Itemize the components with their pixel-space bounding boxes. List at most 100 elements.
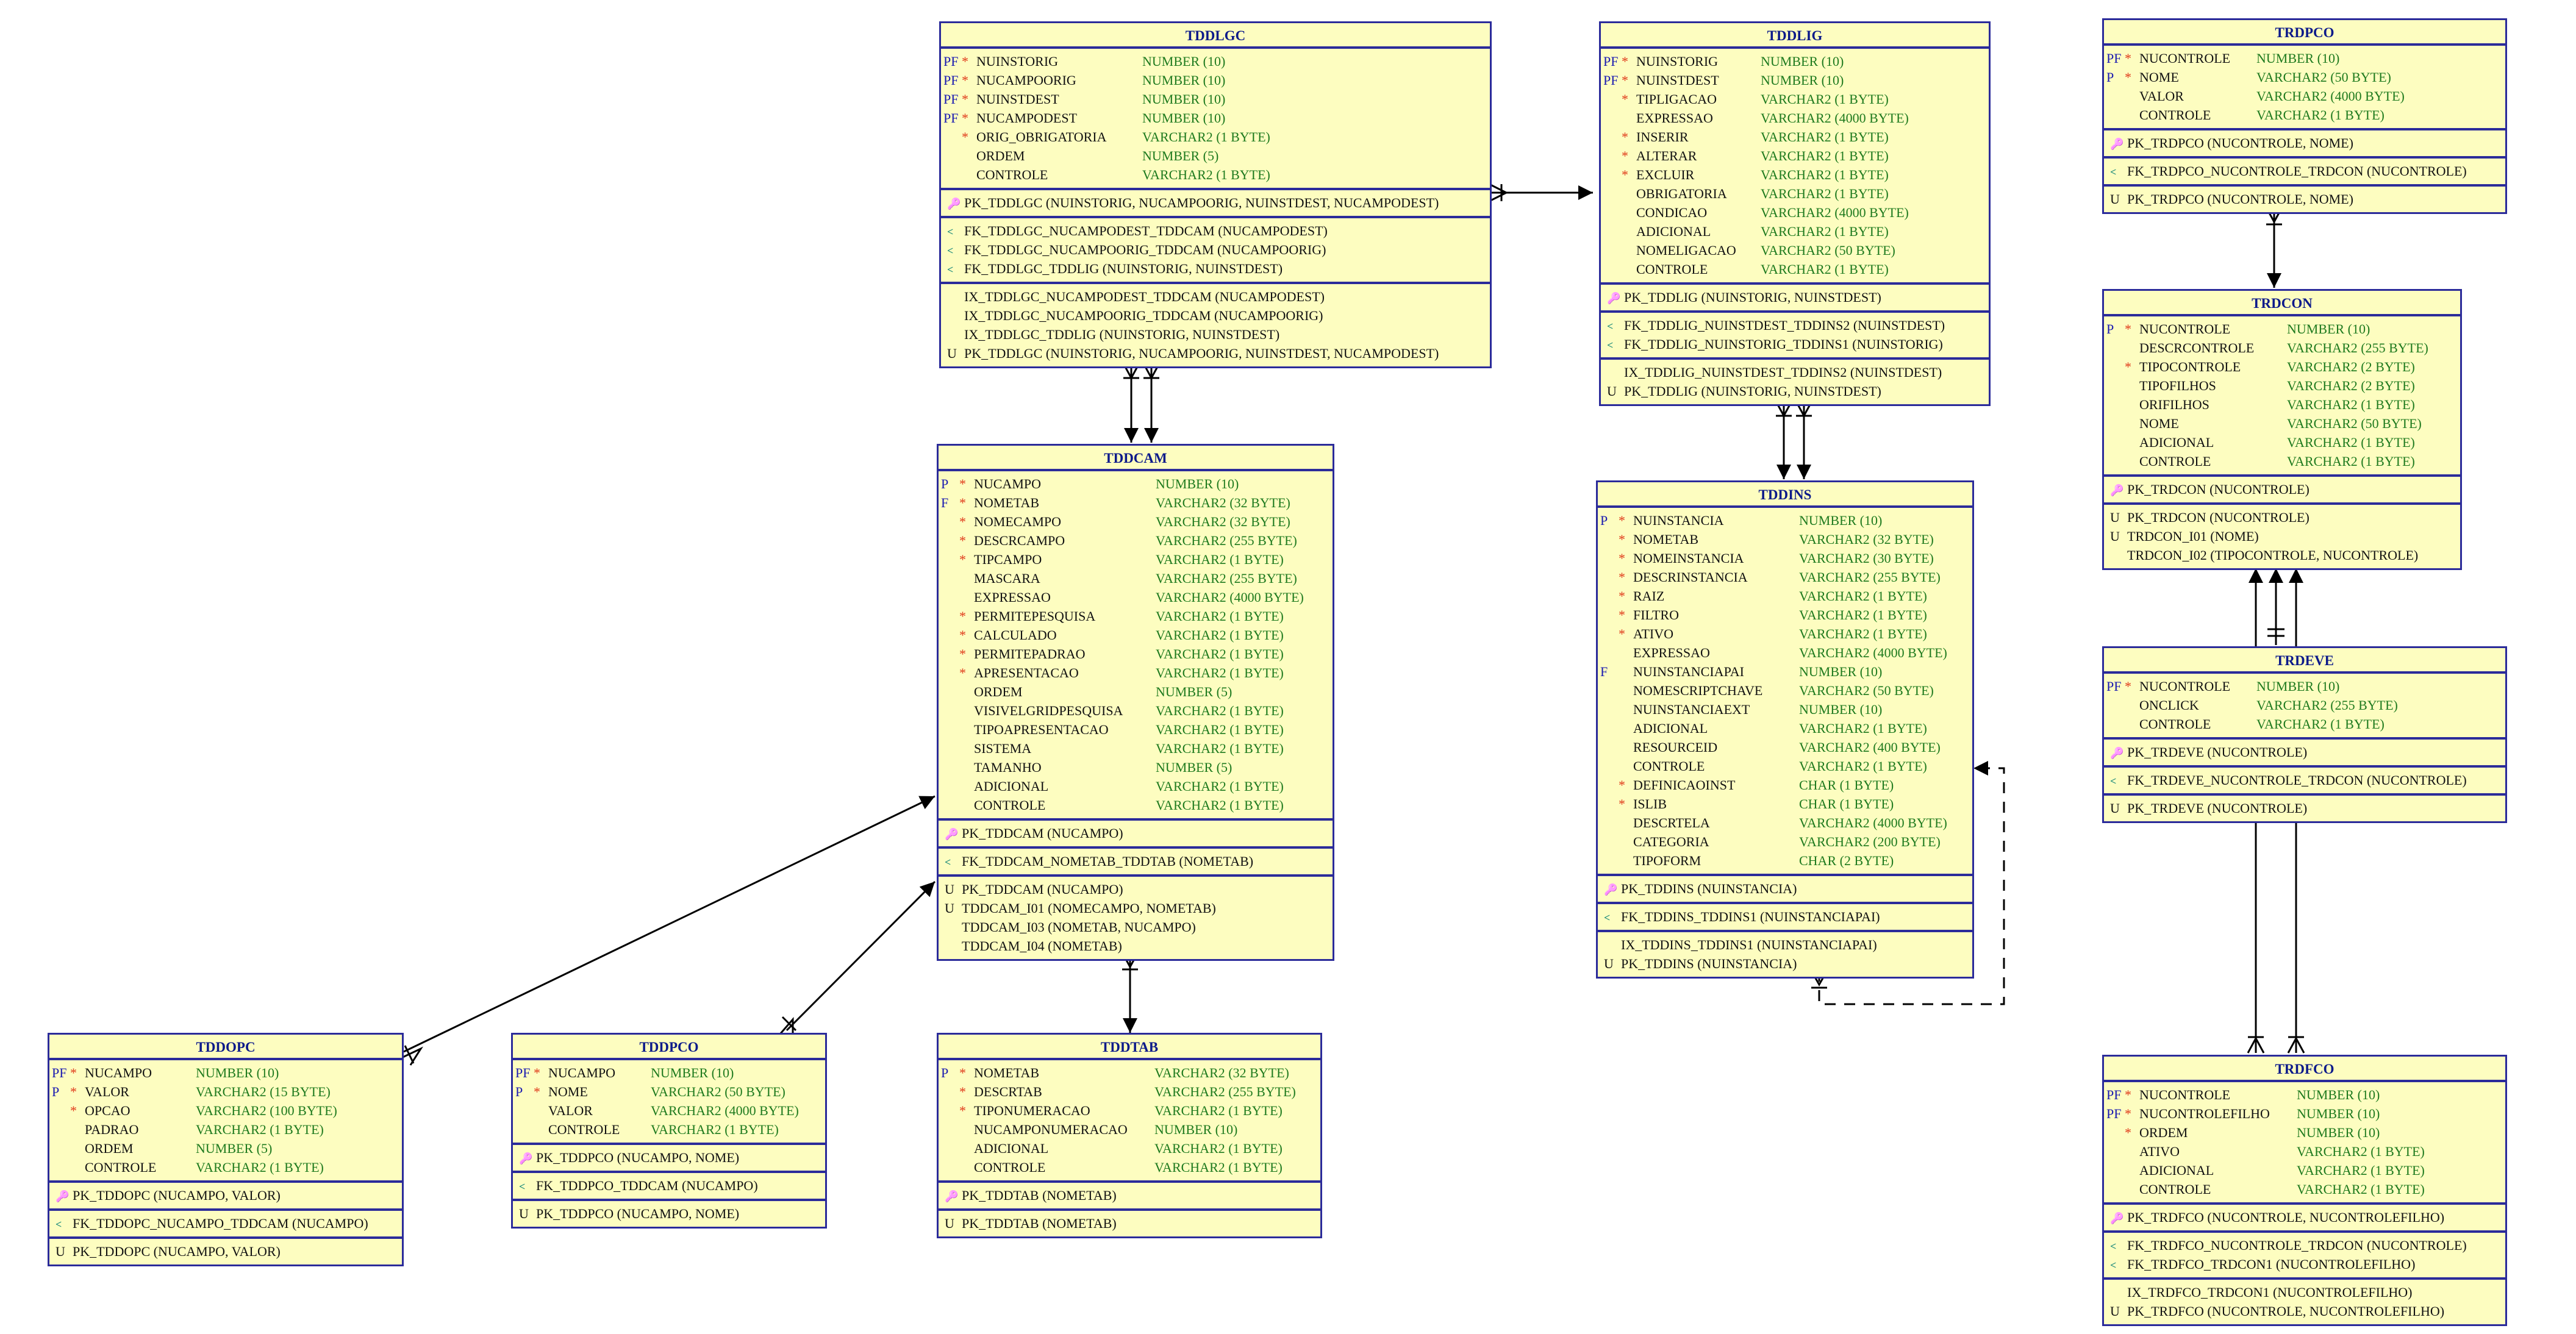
foreign-key-row[interactable]: <FK_TDDLIG_NUINSTORIG_TDDINS1 (NUINSTORI… bbox=[1601, 335, 1989, 354]
foreign-key-row[interactable]: <FK_TDDLGC_NUCAMPODEST_TDDCAM (NUCAMPODE… bbox=[941, 221, 1490, 240]
index-row[interactable]: IX_TDDLIG_NUINSTDEST_TDDINS2 (NUINSTDEST… bbox=[1601, 363, 1989, 382]
rel-trdpco-trdcon[interactable] bbox=[2265, 207, 2283, 288]
index-row[interactable]: IX_TRDFCO_TRDCON1 (NUCONTROLEFILHO) bbox=[2104, 1283, 2505, 1302]
rel-tddlgc-tddcam-dest[interactable] bbox=[1142, 363, 1161, 443]
primary-key-row[interactable]: 🔑PK_TRDEVE (NUCONTROLE) bbox=[2104, 743, 2505, 762]
index-row[interactable]: IX_TDDLGC_NUCAMPOORIG_TDDCAM (NUCAMPOORI… bbox=[941, 306, 1490, 325]
rel-tddlig-tddins-dest[interactable] bbox=[1795, 401, 1813, 479]
foreign-key-row[interactable]: <FK_TRDEVE_NUCONTROLE_TRDCON (NUCONTROLE… bbox=[2104, 771, 2505, 790]
rel-tddopc-tddcam[interactable] bbox=[397, 795, 936, 1066]
primary-key-row[interactable]: 🔑PK_TRDFCO (NUCONTROLE, NUCONTROLEFILHO) bbox=[2104, 1208, 2505, 1227]
primary-key-row[interactable]: 🔑PK_TDDCAM (NUCAMPO) bbox=[939, 824, 1333, 843]
foreign-key-row[interactable]: <FK_TDDLIG_NUINSTDEST_TDDINS2 (NUINSTDES… bbox=[1601, 316, 1989, 335]
index-row[interactable]: TDDCAM_I04 (NOMETAB) bbox=[939, 936, 1333, 955]
primary-key-row[interactable]: 🔑PK_TDDPCO (NUCAMPO, NOME) bbox=[513, 1148, 825, 1167]
rel-tddpco-tddcam[interactable] bbox=[779, 880, 936, 1036]
foreign-key-row[interactable]: <FK_TDDPCO_TDDCAM (NUCAMPO) bbox=[513, 1176, 825, 1195]
rel-tddlig-tddins-orig[interactable] bbox=[1775, 401, 1793, 479]
primary-key-row[interactable]: 🔑PK_TDDTAB (NOMETAB) bbox=[939, 1186, 1320, 1205]
index-row[interactable]: IX_TDDLGC_TDDLIG (NUINSTORIG, NUINSTDEST… bbox=[941, 325, 1490, 344]
primary-key-row[interactable]: 🔑PK_TDDLIG (NUINSTORIG, NUINSTDEST) bbox=[1601, 288, 1989, 307]
rel-trdeve-trdcon[interactable] bbox=[2267, 568, 2284, 645]
primary-key-row[interactable]: 🔑PK_TDDLGC (NUINSTORIG, NUCAMPOORIG, NUI… bbox=[941, 193, 1490, 212]
index-row[interactable]: IX_TDDLGC_NUCAMPODEST_TDDCAM (NUCAMPODES… bbox=[941, 287, 1490, 306]
primary-key-row[interactable]: 🔑PK_TDDOPC (NUCAMPO, VALOR) bbox=[49, 1186, 402, 1205]
index-row[interactable]: TRDCON_I02 (TIPOCONTROLE, NUCONTROLE) bbox=[2104, 546, 2460, 565]
foreign-key-row[interactable]: <FK_TDDOPC_NUCAMPO_TDDCAM (NUCAMPO) bbox=[49, 1214, 402, 1233]
index-row[interactable]: TDDCAM_I03 (NOMETAB, NUCAMPO) bbox=[939, 918, 1333, 936]
